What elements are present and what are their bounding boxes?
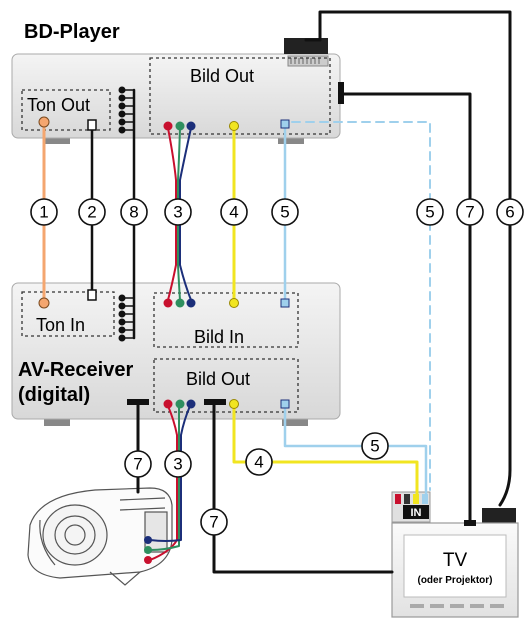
cable-5-dashed [291, 121, 431, 491]
svg-text:7: 7 [465, 203, 474, 222]
svg-text:4: 4 [229, 203, 238, 222]
svg-text:5: 5 [280, 203, 289, 222]
ton-in-box [21, 291, 115, 337]
bild-in-label: Bild In [194, 327, 244, 347]
tv-subtitle: (oder Projektor) [417, 575, 492, 586]
svg-text:6: 6 [505, 203, 514, 222]
svg-text:7: 7 [133, 455, 142, 474]
tv-in-label: IN [411, 507, 422, 519]
bild-out-box-av [153, 358, 299, 413]
badge-4-tv: 4 [245, 448, 273, 476]
projector-icon [27, 487, 173, 586]
cable-6-scart [304, 10, 512, 507]
badge-5: 5 [271, 198, 299, 226]
badge-3-projector: 3 [164, 450, 192, 478]
badge-6: 6 [496, 198, 524, 226]
connectors [38, 82, 476, 564]
cable-3-component-projector [149, 405, 191, 561]
bild-out-label-bd: Bild Out [190, 66, 254, 86]
badge-3: 3 [164, 198, 192, 226]
bd-player-device: Ton Out Bild Out [11, 38, 341, 144]
badge-2: 2 [78, 198, 106, 226]
badge-8: 8 [120, 198, 148, 226]
cable-7-hdmi-bd-tv [340, 92, 472, 525]
svg-text:7: 7 [209, 513, 218, 532]
svg-text:4: 4 [254, 453, 263, 472]
badge-7: 7 [456, 198, 484, 226]
svg-text:8: 8 [129, 203, 138, 222]
badge-7-projector: 7 [124, 450, 152, 478]
bild-in-box [153, 292, 299, 348]
tv-title: TV [443, 550, 468, 571]
av-receiver-subtitle: (digital) [18, 384, 90, 406]
cable-7-hdmi-av-tv [212, 402, 394, 574]
cable-5-blue-tv [283, 402, 428, 496]
badge-7-tv: 7 [200, 508, 228, 536]
av-receiver-title: AV-Receiver [18, 359, 133, 381]
ton-in-label: Ton In [36, 315, 85, 335]
av-receiver-device: Ton In Bild In Bild Out [11, 282, 341, 426]
badge-5b: 5 [416, 198, 444, 226]
svg-text:2: 2 [87, 203, 96, 222]
svg-text:1: 1 [39, 203, 48, 222]
bd-player-title: BD-Player [24, 21, 120, 43]
cable-4-yellow-tv [232, 402, 419, 496]
bild-out-box-bd [149, 57, 331, 135]
tv-device: IN TV (oder Projektor) [391, 491, 519, 618]
ton-out-box [21, 89, 111, 131]
scart-connector-icon [284, 38, 328, 54]
svg-text:3: 3 [173, 203, 182, 222]
badge-1: 1 [30, 198, 58, 226]
svg-text:5: 5 [425, 203, 434, 222]
svg-text:3: 3 [173, 455, 182, 474]
badge-5-tv: 5 [361, 432, 389, 460]
badge-4: 4 [220, 198, 248, 226]
svg-text:5: 5 [370, 437, 379, 456]
tv-scart-icon [482, 508, 516, 524]
bild-out-label-av: Bild Out [186, 369, 250, 389]
ton-out-label: Ton Out [27, 95, 90, 115]
